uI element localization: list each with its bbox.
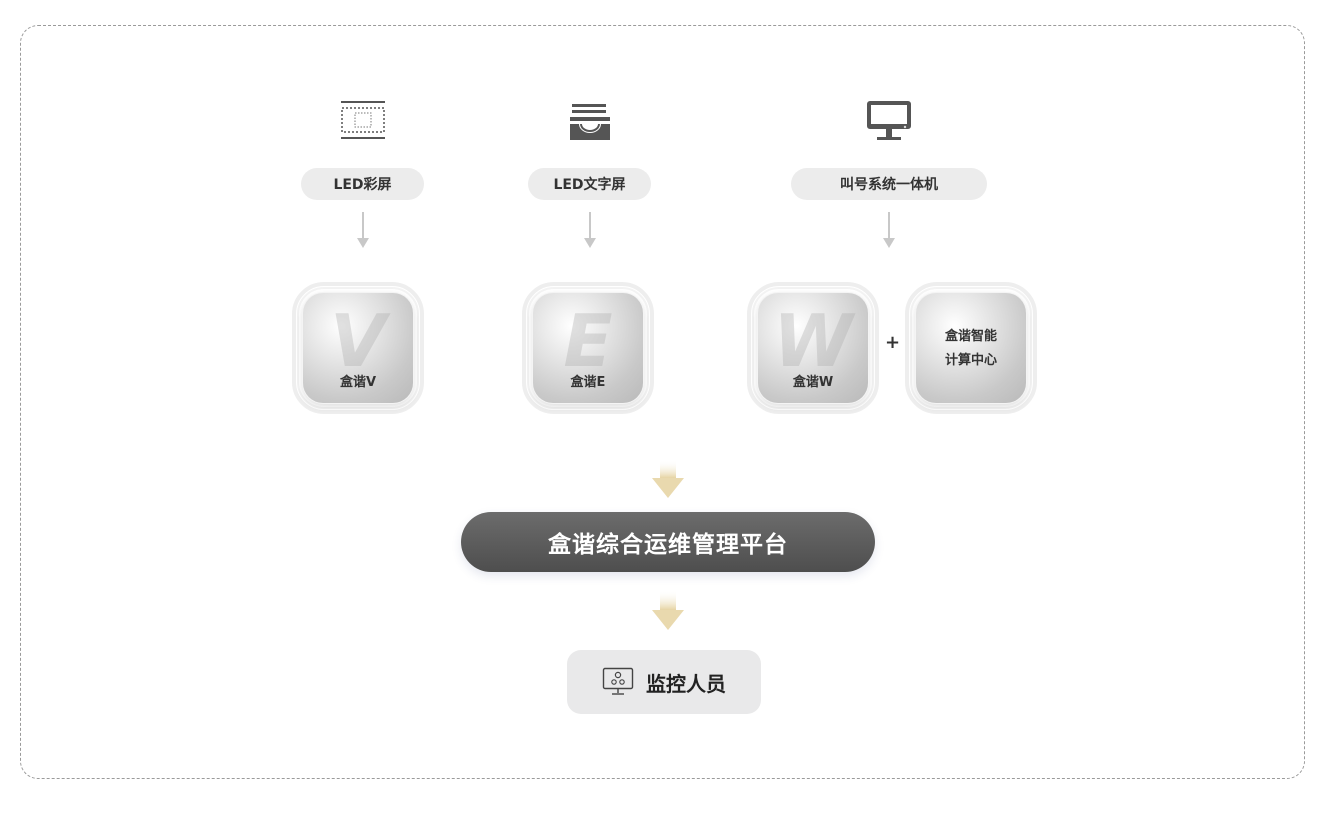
arrow-down-icon	[357, 212, 369, 248]
device-label: 盒谐W	[792, 375, 834, 390]
platform-label: 盒谐综合运维管理平台	[548, 532, 788, 558]
compute-center-label: 盒谐智能 计算中心	[916, 325, 1026, 373]
source-label: 叫号系统一体机	[840, 177, 938, 193]
device-tile: V 盒谐V	[303, 293, 413, 403]
compute-center-line2: 计算中心	[944, 353, 997, 368]
device-tile: E 盒谐E	[533, 293, 643, 403]
led-text-screen-icon	[565, 98, 615, 148]
source-label: LED文字屏	[553, 177, 626, 193]
device-label: 盒谐V	[339, 375, 377, 390]
compute-center-line1: 盒谐智能	[944, 329, 997, 344]
monitor-staff-label: 监控人员	[646, 671, 726, 696]
arrow-down-icon	[584, 212, 596, 248]
gold-arrow-down-icon	[652, 590, 684, 630]
monitor-staff-box: 监控人员	[567, 650, 761, 714]
source-pill-queue-machine: 叫号系统一体机	[791, 168, 987, 200]
device-letter-watermark: W	[773, 299, 853, 383]
source-label: LED彩屏	[333, 177, 392, 193]
device-tile: W 盒谐W	[758, 293, 868, 403]
device-tile: 盒谐智能 计算中心	[916, 293, 1026, 403]
diagram-frame	[20, 25, 1305, 779]
arrow-down-icon	[883, 212, 895, 248]
device-letter-watermark: V	[330, 299, 386, 383]
device-hexie-w: W 盒谐W	[746, 281, 880, 415]
device-compute-center: 盒谐智能 计算中心	[904, 281, 1038, 415]
computer-monitor-icon	[864, 96, 914, 146]
platform-bar: 盒谐综合运维管理平台	[461, 512, 875, 572]
source-pill-led-text: LED文字屏	[528, 168, 651, 200]
led-screen-icon	[338, 96, 388, 146]
plus-sign: +	[885, 332, 901, 353]
source-pill-led-color: LED彩屏	[301, 168, 424, 200]
device-hexie-v: V 盒谐V	[291, 281, 425, 415]
device-hexie-e: E 盒谐E	[521, 281, 655, 415]
device-letter-watermark: E	[563, 299, 613, 383]
monitor-person-icon	[602, 667, 634, 695]
gold-arrow-down-icon	[652, 460, 684, 498]
device-label: 盒谐E	[570, 375, 606, 390]
